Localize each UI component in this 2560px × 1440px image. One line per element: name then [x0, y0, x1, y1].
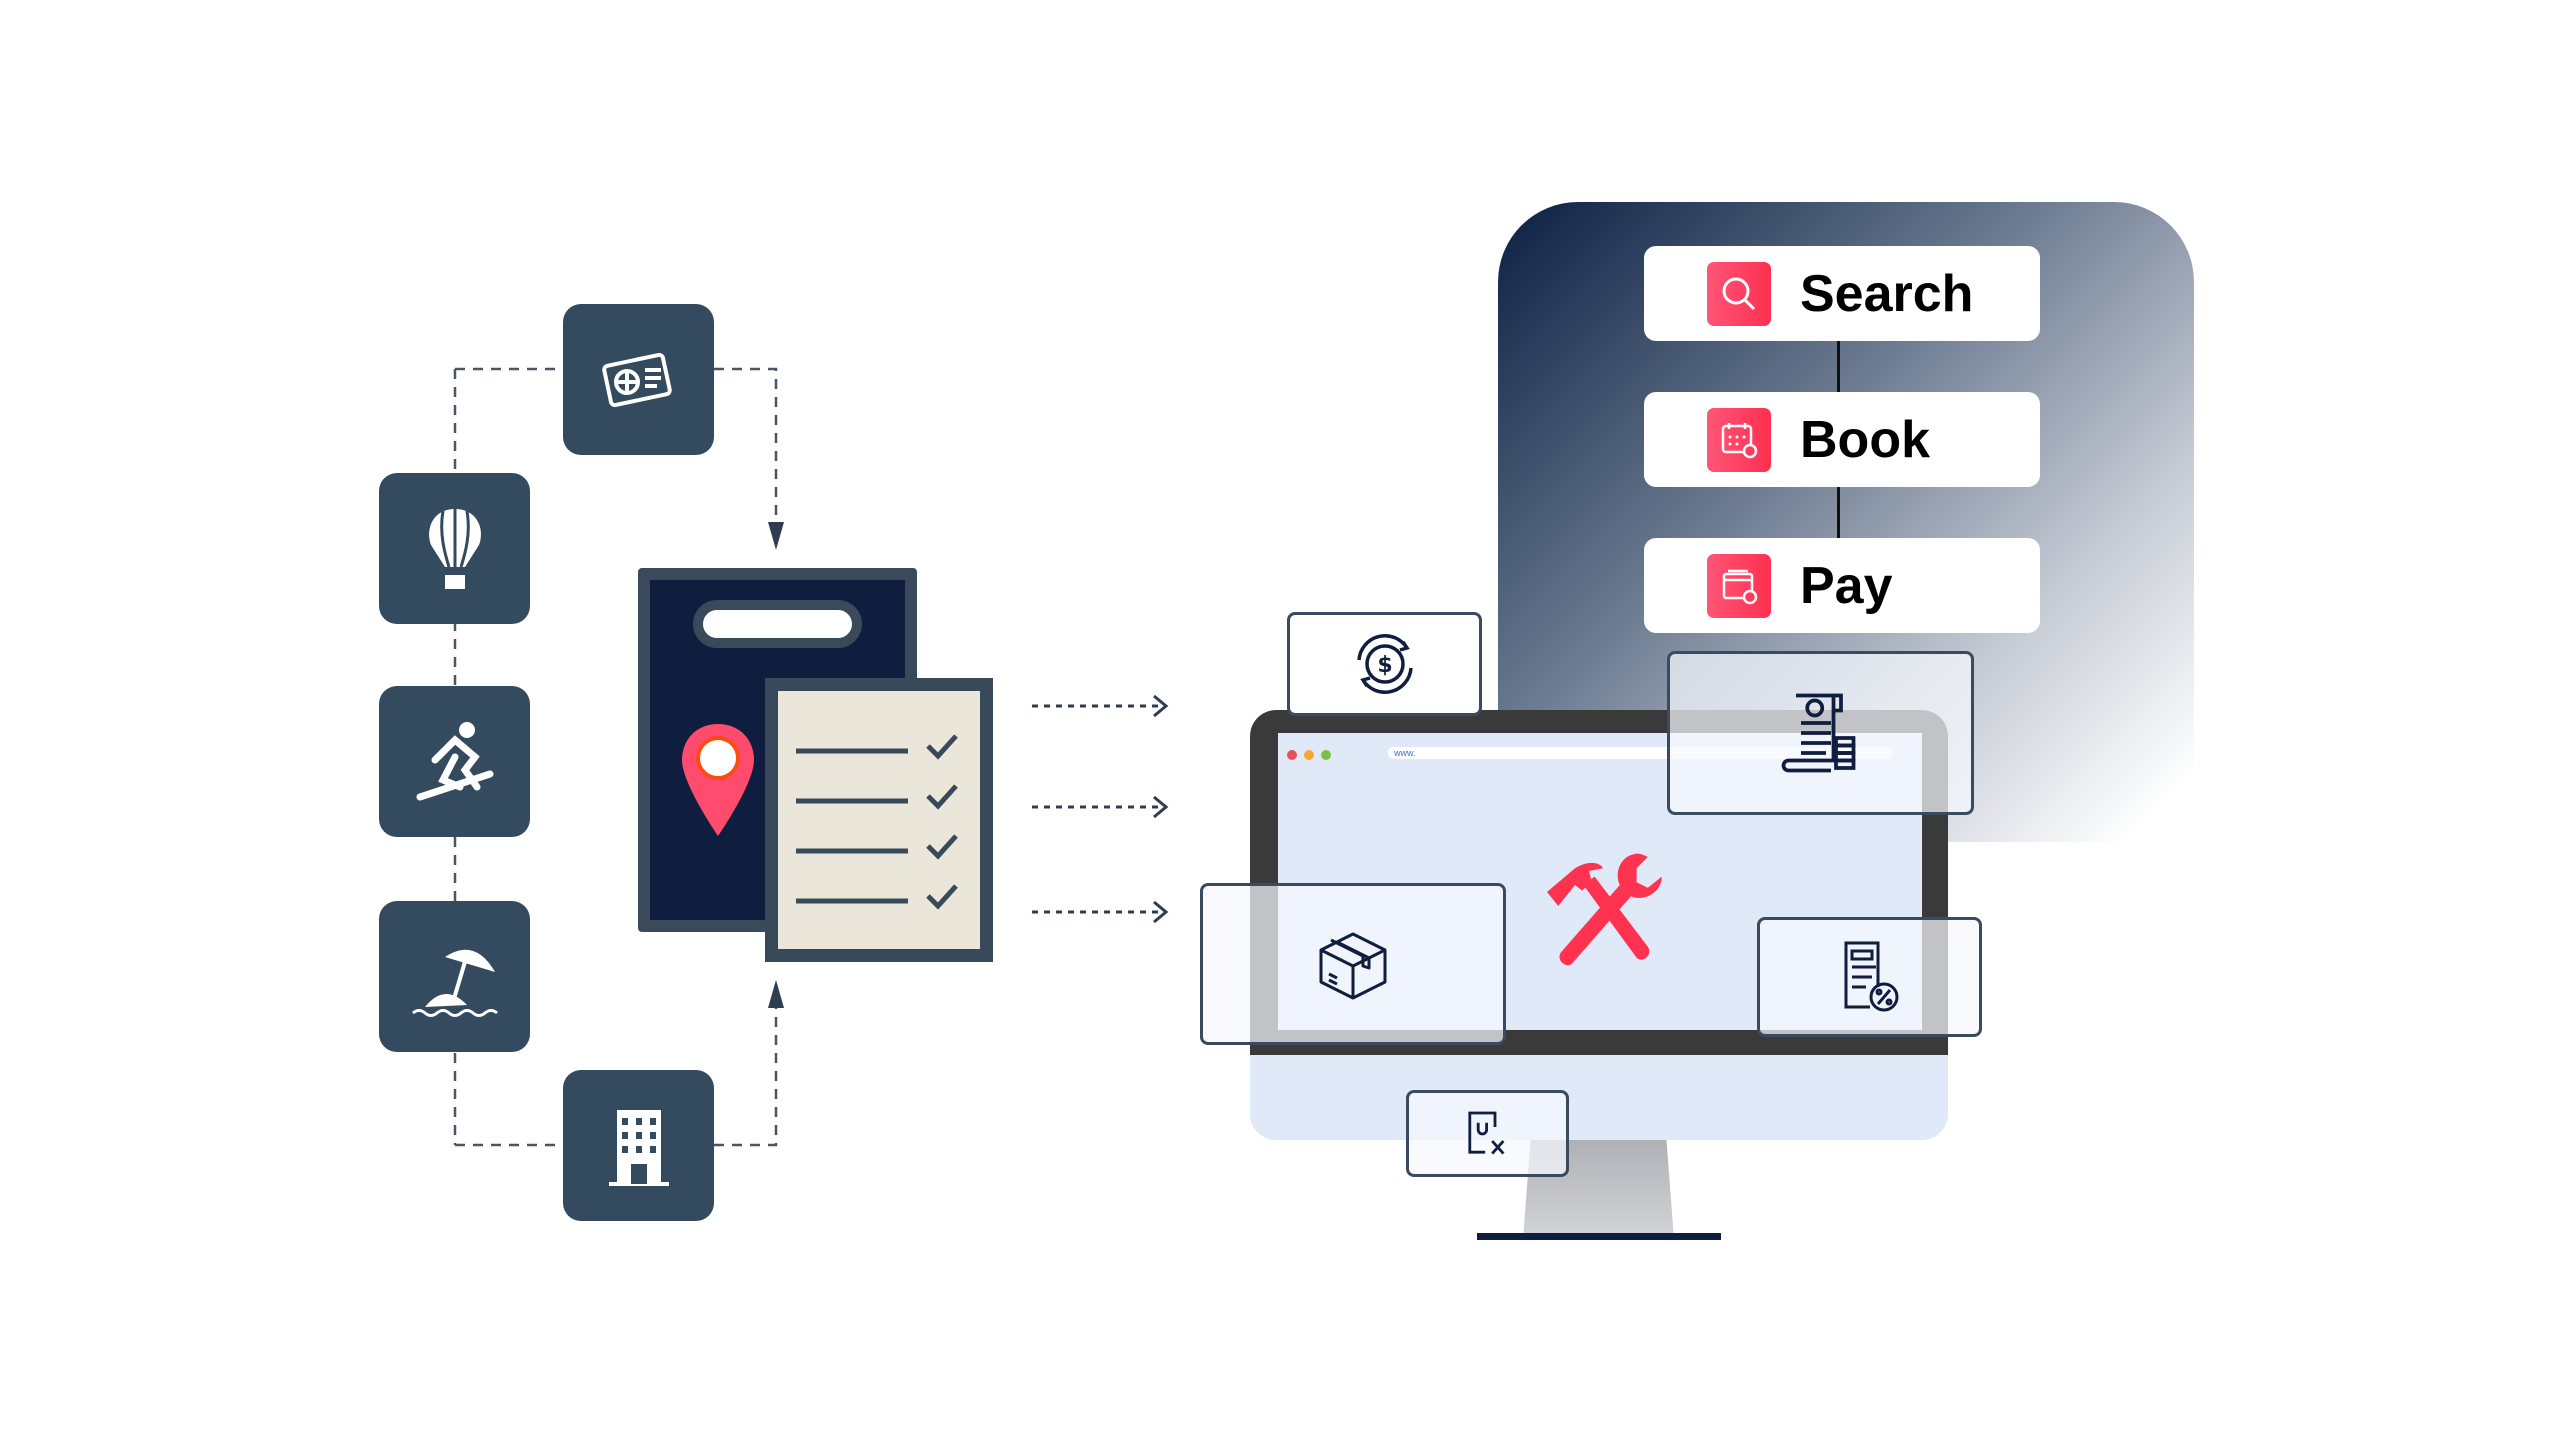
skiing-tile: [379, 686, 530, 837]
step-label: Pay: [1800, 556, 1893, 615]
tools-icon: [1547, 853, 1662, 966]
checklist-items: [796, 734, 958, 910]
hotel-tile: [563, 1070, 714, 1221]
step-connector: [1837, 487, 1840, 538]
minimize-dot[interactable]: [1304, 750, 1314, 760]
step-book[interactable]: Book: [1644, 392, 2040, 487]
svg-text:$: $: [1377, 653, 1392, 678]
beach-umbrella-icon: [411, 949, 498, 1017]
map-pin-icon: [682, 724, 754, 836]
passport-tile: [563, 304, 714, 455]
close-dot[interactable]: [1287, 750, 1297, 760]
currency-exchange-card: $: [1287, 612, 1482, 716]
arrow-down-icon: [768, 522, 784, 550]
checklist: [765, 678, 993, 962]
maximize-dot[interactable]: [1321, 750, 1331, 760]
dashed-bottom-line: [455, 992, 778, 1147]
dashed-top-line: [455, 367, 778, 540]
step-search[interactable]: Search: [1644, 246, 2040, 341]
wallet-icon: [1707, 553, 1771, 618]
passport-tickets-icon: [601, 352, 672, 407]
invoice-percent-icon: [1844, 941, 1898, 1012]
hot-air-balloon-icon: [428, 508, 481, 589]
notebook-label: [693, 600, 862, 648]
hot-air-balloon-tile: [379, 473, 530, 624]
discount-invoice-card: [1757, 917, 1982, 1037]
step-connector: [1837, 341, 1840, 392]
step-pay[interactable]: Pay: [1644, 538, 2040, 633]
tax-receipt-card: [1667, 651, 1974, 815]
package-box-icon: [1319, 932, 1387, 1000]
ux-icon: [1467, 1111, 1504, 1155]
dollar-exchange-icon: $: [1356, 634, 1413, 694]
monitor-base: [1477, 1233, 1721, 1240]
calendar-check-icon: [1707, 407, 1771, 472]
ux-design-card: [1406, 1090, 1569, 1177]
step-label: Search: [1800, 264, 1974, 323]
tax-receipt-coins-icon: [1781, 693, 1855, 773]
package-card: [1200, 883, 1506, 1045]
search-icon: [1707, 261, 1771, 326]
beach-tile: [379, 901, 530, 1052]
skier-icon: [416, 721, 493, 800]
step-label: Book: [1800, 410, 1930, 469]
arrow-up-icon: [768, 980, 784, 1008]
hotel-building-icon: [608, 1109, 669, 1186]
